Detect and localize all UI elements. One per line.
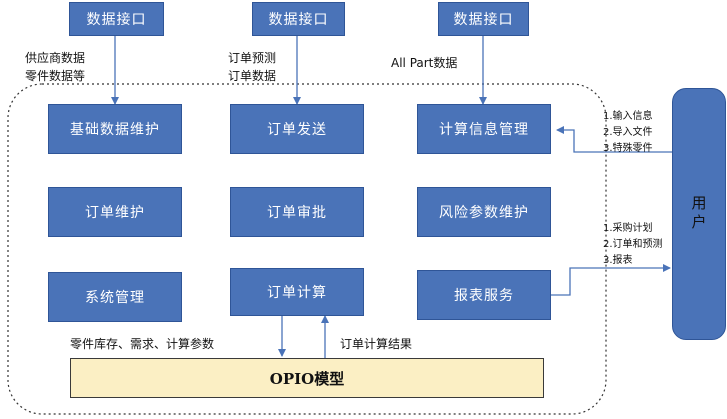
user-input-3: 3.特殊零件 [603,143,653,154]
module-order-calculation: 订单计算 [230,268,364,316]
user-output-2: 2.订单和预测 [603,239,663,250]
opio-model: OPIO模型 [70,358,544,398]
arrow-user-input [556,126,672,153]
module-system-management: 系统管理 [48,272,182,322]
module-order-approval: 订单审批 [230,187,364,237]
data-interface-right: 数据接口 [438,2,529,36]
system-boundary [7,83,607,415]
source-label-left-2: 零件数据等 [25,69,86,83]
module-calc-info-management: 计算信息管理 [417,104,551,154]
module-order-maintenance: 订单维护 [48,187,182,237]
model-input-label: 零件库存、需求、计算参数 [70,337,215,351]
user-label: 用户 [689,195,708,233]
source-label-right: All Part数据 [391,56,458,70]
user-output-3: 3.报表 [603,255,633,266]
source-label-middle-2: 订单数据 [228,69,277,83]
user-actor: 用户 [672,88,726,340]
data-interface-left: 数据接口 [69,2,164,36]
data-interface-middle: 数据接口 [252,2,345,36]
module-risk-param-maintenance: 风险参数维护 [417,187,551,237]
source-label-left-1: 供应商数据 [25,51,86,65]
user-input-1: 1.输入信息 [603,111,653,122]
module-order-send: 订单发送 [230,104,364,154]
user-output-1: 1.采购计划 [603,223,653,234]
arrow-user-output [551,264,671,296]
source-label-middle-1: 订单预测 [228,51,277,65]
model-output-label: 订单计算结果 [340,337,413,351]
module-report-service: 报表服务 [417,270,551,320]
module-basic-data-maintenance: 基础数据维护 [48,104,182,154]
user-input-2: 2.导入文件 [603,127,653,138]
